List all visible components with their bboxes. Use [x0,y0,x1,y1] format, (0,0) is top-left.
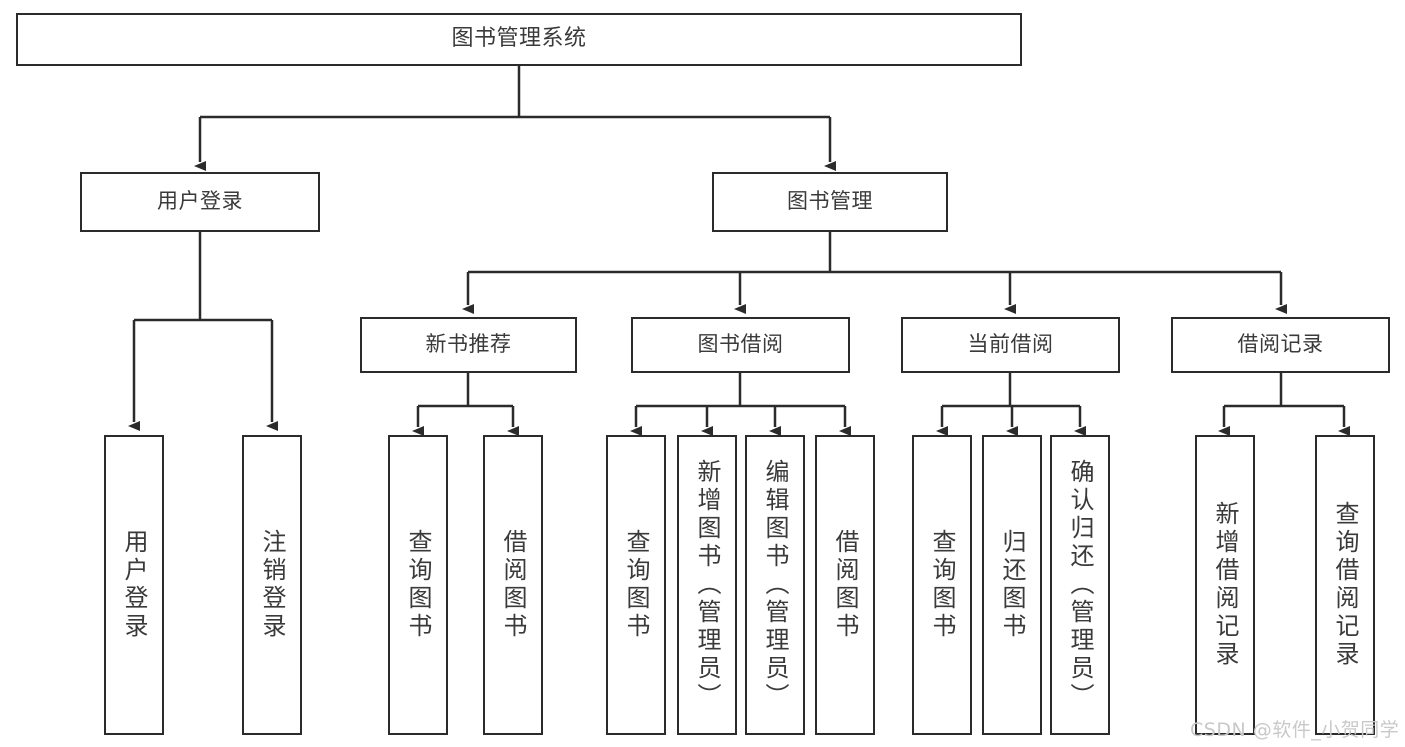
node-root[interactable]: 图书管理系统 [16,13,1022,66]
leaf-current-return-book[interactable]: 归还图书 [982,435,1042,735]
node-book-borrow[interactable]: 图书借阅 [631,317,850,373]
leaf-user-login[interactable]: 用户登录 [104,435,164,735]
leaf-newbook-borrow-book-label: 借阅图书 [499,529,527,641]
leaf-user-login-label: 用户登录 [120,529,148,641]
leaf-current-query-book[interactable]: 查询图书 [912,435,972,735]
node-user-login-label: 用户登录 [157,189,243,214]
node-borrow-record-label: 借阅记录 [1237,332,1324,357]
node-user-login[interactable]: 用户登录 [80,172,320,232]
leaf-record-query-record-label: 查询借阅记录 [1331,501,1359,669]
leaf-borrow-query-book-label: 查询图书 [622,529,650,641]
leaf-record-add-record-label: 新增借阅记录 [1211,501,1239,669]
leaf-borrow-borrow-book[interactable]: 借阅图书 [815,435,875,735]
node-borrow-record[interactable]: 借阅记录 [1171,317,1390,373]
leaf-current-return-book-label: 归还图书 [998,529,1026,641]
node-current-borrow[interactable]: 当前借阅 [901,317,1120,373]
leaf-borrow-edit-book-admin-label: 编辑图书（管理员） [761,459,789,711]
node-current-borrow-label: 当前借阅 [967,332,1054,357]
node-new-book-recommend[interactable]: 新书推荐 [360,317,577,373]
leaf-user-logout[interactable]: 注销登录 [242,435,302,735]
node-book-borrow-label: 图书借阅 [697,332,784,357]
node-root-label: 图书管理系统 [451,26,587,52]
leaf-borrow-borrow-book-label: 借阅图书 [831,529,859,641]
leaf-current-confirm-return-admin-label: 确认归还（管理员） [1066,459,1094,711]
leaf-newbook-borrow-book[interactable]: 借阅图书 [483,435,543,735]
leaf-record-query-record[interactable]: 查询借阅记录 [1315,435,1375,735]
leaf-borrow-add-book-admin-label: 新增图书（管理员） [693,459,721,711]
leaf-borrow-add-book-admin[interactable]: 新增图书（管理员） [677,435,737,735]
csdn-watermark: CSDN @软件_小贺同学 [1190,719,1400,741]
leaf-user-logout-label: 注销登录 [258,529,286,641]
node-new-book-recommend-label: 新书推荐 [425,332,512,357]
leaf-record-add-record[interactable]: 新增借阅记录 [1195,435,1255,735]
node-book-management-label: 图书管理 [787,189,873,214]
node-book-management[interactable]: 图书管理 [712,172,948,232]
leaf-newbook-query-book[interactable]: 查询图书 [388,435,448,735]
leaf-current-query-book-label: 查询图书 [928,529,956,641]
leaf-newbook-query-book-label: 查询图书 [404,529,432,641]
leaf-current-confirm-return-admin[interactable]: 确认归还（管理员） [1050,435,1110,735]
leaf-borrow-edit-book-admin[interactable]: 编辑图书（管理员） [745,435,805,735]
leaf-borrow-query-book[interactable]: 查询图书 [606,435,666,735]
